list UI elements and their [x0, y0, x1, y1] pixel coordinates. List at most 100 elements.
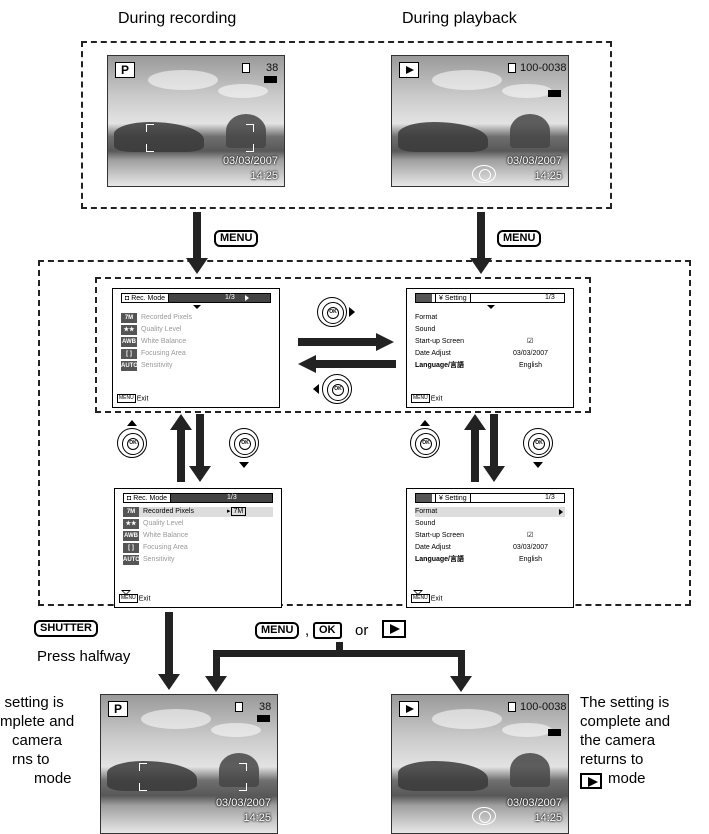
cloud-icon — [141, 709, 211, 729]
note-right-line: mode — [608, 770, 646, 787]
setting-tab[interactable]: ¥ Setting — [435, 293, 471, 303]
palm-trees — [114, 122, 204, 152]
menu-screens-frame — [38, 260, 691, 606]
menu-item[interactable]: Sound — [415, 325, 565, 335]
memory-card-icon — [508, 63, 516, 73]
arrow-left-icon — [298, 355, 316, 373]
triangle-up-icon — [420, 420, 430, 426]
menu-item-label: Sound — [415, 326, 436, 333]
four-way-controller-left-icon — [322, 374, 352, 404]
triangle-right-icon — [349, 307, 355, 317]
menu-tab-bar — [415, 293, 565, 303]
chevron-right-icon — [245, 295, 249, 301]
arrow-shaft — [490, 414, 498, 468]
camera-icon: ◘ — [127, 495, 132, 502]
palm-trees — [510, 114, 550, 148]
arrow-shaft — [196, 414, 204, 468]
white-balance-icon: AWB — [121, 337, 137, 347]
quality-level-icon: ★★ — [123, 519, 139, 529]
focusing-area-icon: [ ] — [121, 349, 137, 359]
menu-key: MENU — [497, 230, 542, 247]
menu-item-label: Language/言語 — [415, 362, 465, 369]
setting-menu-selected: ¥ Setting 1/3 Format Sound Start-up Scre… — [406, 488, 574, 608]
menu-button-icon: MENU — [411, 393, 430, 403]
menu-item-label: Focusing Area — [141, 350, 186, 357]
recorded-pixels-icon: 7M — [123, 507, 139, 517]
menu-item-label: Start-up Screen — [415, 338, 465, 345]
menu-item[interactable]: Sound — [415, 519, 565, 529]
focus-frame-icon — [239, 783, 247, 791]
scroll-down-icon — [413, 590, 423, 595]
menu-item[interactable]: Format — [415, 507, 565, 517]
menu-item[interactable]: ★★Quality Level — [121, 325, 271, 335]
four-way-controller-up-icon — [117, 428, 147, 458]
note-right-line: complete and — [580, 713, 671, 730]
arrow-shaft — [336, 642, 343, 654]
menu-item[interactable]: Format — [415, 313, 565, 323]
program-mode-icon: P — [115, 62, 135, 78]
exit-label: Exit — [430, 595, 443, 602]
arrow-shaft — [213, 650, 465, 657]
menu-item[interactable]: AWB White Balance — [121, 337, 271, 347]
recorded-pixels-value: 7M — [230, 507, 247, 516]
time-display: 14:25 — [534, 812, 562, 824]
menu-item[interactable]: ★★Quality Level — [123, 519, 273, 529]
checkbox-icon[interactable]: ☑ — [527, 338, 534, 345]
camera-tab[interactable] — [416, 294, 432, 302]
camera-tab[interactable] — [416, 494, 432, 502]
menu-item[interactable]: Language/言語 English — [415, 361, 565, 371]
menu-button-icon: MENU — [119, 593, 138, 603]
rec-mode-tab[interactable]: ◘ Rec. Mode — [121, 293, 170, 303]
palm-trees — [510, 753, 550, 787]
checkbox-icon[interactable]: ☑ — [527, 532, 534, 539]
menu-item[interactable]: Date Adjust 03/03/2007 — [415, 349, 565, 359]
four-way-controller-down-icon — [523, 428, 553, 458]
battery-icon — [548, 729, 561, 736]
menu-item[interactable]: Start-up Screen ☑ — [415, 337, 565, 347]
menu-item-label: Recorded Pixels — [141, 314, 192, 321]
focus-frame-icon — [139, 763, 147, 771]
arrow-up-icon — [170, 414, 192, 430]
arrow-right-icon — [376, 333, 394, 351]
arrow-down-icon — [205, 676, 227, 692]
setting-tab[interactable]: ¥ Setting — [435, 493, 471, 503]
arrow-shaft — [458, 650, 465, 678]
white-balance-icon: AWB — [123, 531, 139, 541]
menu-item-label: Language/言語 — [415, 556, 465, 563]
or-label: or — [355, 622, 369, 639]
menu-item-value: English — [519, 362, 542, 369]
menu-item[interactable]: [ ] Focusing Area — [121, 349, 271, 359]
menu-item-label: Date Adjust — [415, 350, 451, 357]
focus-frame-icon — [139, 783, 147, 791]
playback-mode-icon — [399, 62, 419, 78]
menu-button-icon: MENU — [117, 393, 136, 403]
remaining-shots: 38 — [266, 62, 279, 74]
menu-key: MENU — [255, 622, 300, 639]
rec-mode-tab[interactable]: ◘ Rec. Mode — [123, 493, 172, 503]
playback-button-icon — [382, 620, 406, 638]
menu-item-label: White Balance — [141, 338, 187, 345]
menu-item[interactable]: [ ]Focusing Area — [123, 543, 273, 553]
cloud-icon — [502, 723, 552, 737]
focus-frame-icon — [246, 144, 254, 152]
focus-frame-icon — [246, 124, 254, 132]
menu-item[interactable]: Start-up Screen☑ — [415, 531, 565, 541]
date-display: 03/03/2007 — [222, 155, 278, 167]
menu-item-label: Format — [415, 314, 438, 321]
note-right-line: the camera — [580, 732, 656, 749]
four-way-controller-right-icon — [317, 297, 347, 327]
arrow-up-icon — [464, 414, 486, 430]
triangle-left-icon — [313, 384, 319, 394]
menu-item-value: 03/03/2007 — [513, 350, 549, 357]
